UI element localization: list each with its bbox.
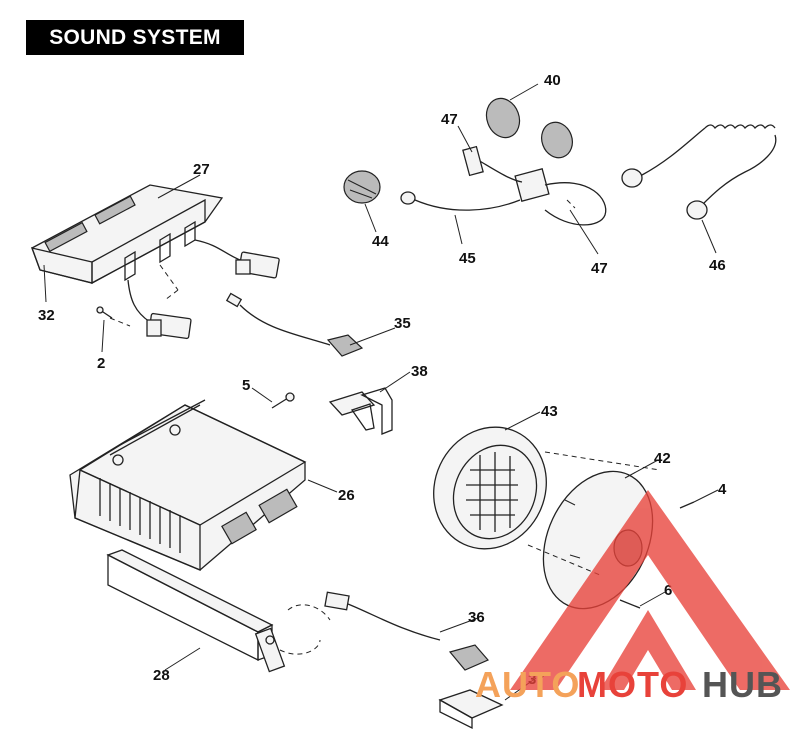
antenna-cable-35 — [225, 292, 364, 357]
assembly-line — [527, 451, 661, 576]
headset-cord-46 — [621, 124, 777, 220]
callout-5: 5 — [242, 377, 250, 394]
trim-plate-28 — [106, 549, 331, 673]
radio-head-unit-26 — [69, 399, 307, 571]
clip-37 — [438, 689, 504, 730]
screw-4 — [679, 501, 695, 509]
headset-boom-45 — [400, 145, 607, 226]
amplifier-module — [30, 184, 224, 285]
callout-47: 47 — [591, 260, 608, 277]
callout-36: 36 — [468, 609, 485, 626]
page-title: SOUND SYSTEM — [26, 20, 244, 55]
watermark-m-shape — [600, 610, 696, 690]
headset-ear-pads-40 — [485, 97, 573, 159]
callout-43: 43 — [541, 403, 558, 420]
callout-6: 6 — [664, 582, 672, 599]
watermark-text-auto: AUTO — [475, 664, 580, 705]
watermark-text-hub: HUB — [702, 664, 783, 705]
watermark-text-moto: MOTO — [577, 664, 688, 705]
callout-35: 35 — [394, 315, 411, 332]
amplifier-harness — [127, 239, 280, 340]
callout-40: 40 — [544, 72, 561, 89]
speaker-grille-43 — [433, 426, 547, 550]
callout-labels: 27 32 2 35 44 40 47 45 47 46 5 38 43 42 … — [38, 72, 727, 688]
callout-2: 2 — [97, 355, 105, 372]
watermark-triangle — [510, 490, 790, 690]
callout-38: 38 — [411, 363, 428, 380]
callout-44: 44 — [372, 233, 389, 250]
callout-45: 45 — [459, 250, 476, 267]
screw-2 — [96, 306, 131, 327]
leader-lines — [43, 83, 719, 701]
callout-4: 4 — [718, 481, 727, 498]
callout-28: 28 — [153, 667, 170, 684]
callout-47: 47 — [441, 111, 458, 128]
mic-windscreen-44 — [343, 170, 381, 204]
screw-6 — [619, 599, 641, 609]
watermark-text: AUTO MOTO HUB — [475, 664, 783, 705]
callout-42: 42 — [654, 450, 671, 467]
callout-27: 27 — [193, 161, 210, 178]
antenna-cable-36 — [324, 591, 489, 671]
callout-32: 32 — [38, 307, 55, 324]
callout-26: 26 — [338, 487, 355, 504]
callout-46: 46 — [709, 257, 726, 274]
bracket-38 — [328, 387, 393, 435]
screw-5 — [271, 392, 295, 409]
watermark-logo — [510, 490, 790, 690]
